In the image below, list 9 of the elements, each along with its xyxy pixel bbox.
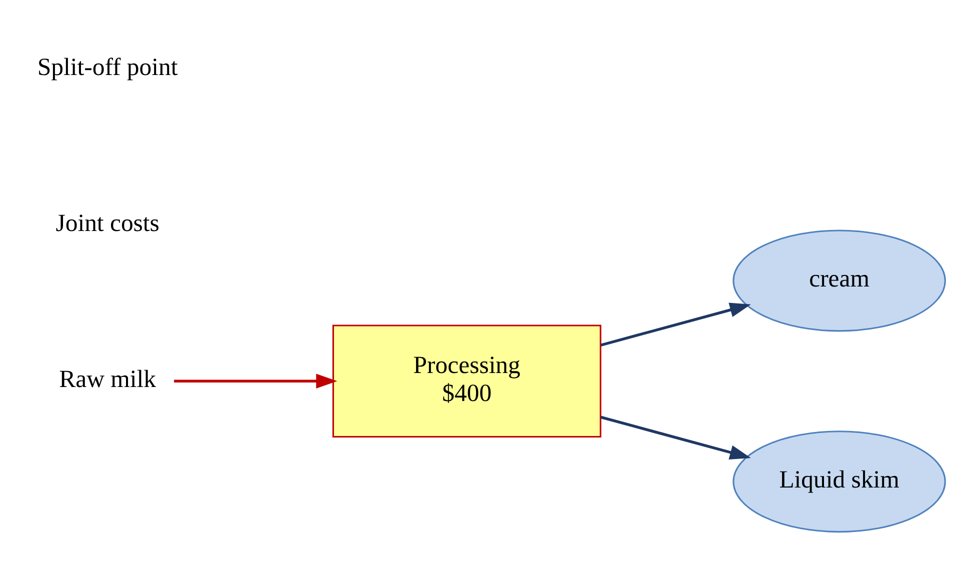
arrow bbox=[600, 415, 751, 460]
label: Joint costs bbox=[56, 209, 160, 236]
node-ellipse: Liquid skim bbox=[732, 430, 946, 532]
node-box: Processing $400 bbox=[332, 324, 602, 438]
label: Split-off point bbox=[37, 53, 178, 80]
arrow bbox=[174, 373, 338, 388]
arrow bbox=[600, 302, 751, 346]
node-text: Raw milk bbox=[59, 366, 156, 393]
node-ellipse: cream bbox=[732, 229, 946, 332]
